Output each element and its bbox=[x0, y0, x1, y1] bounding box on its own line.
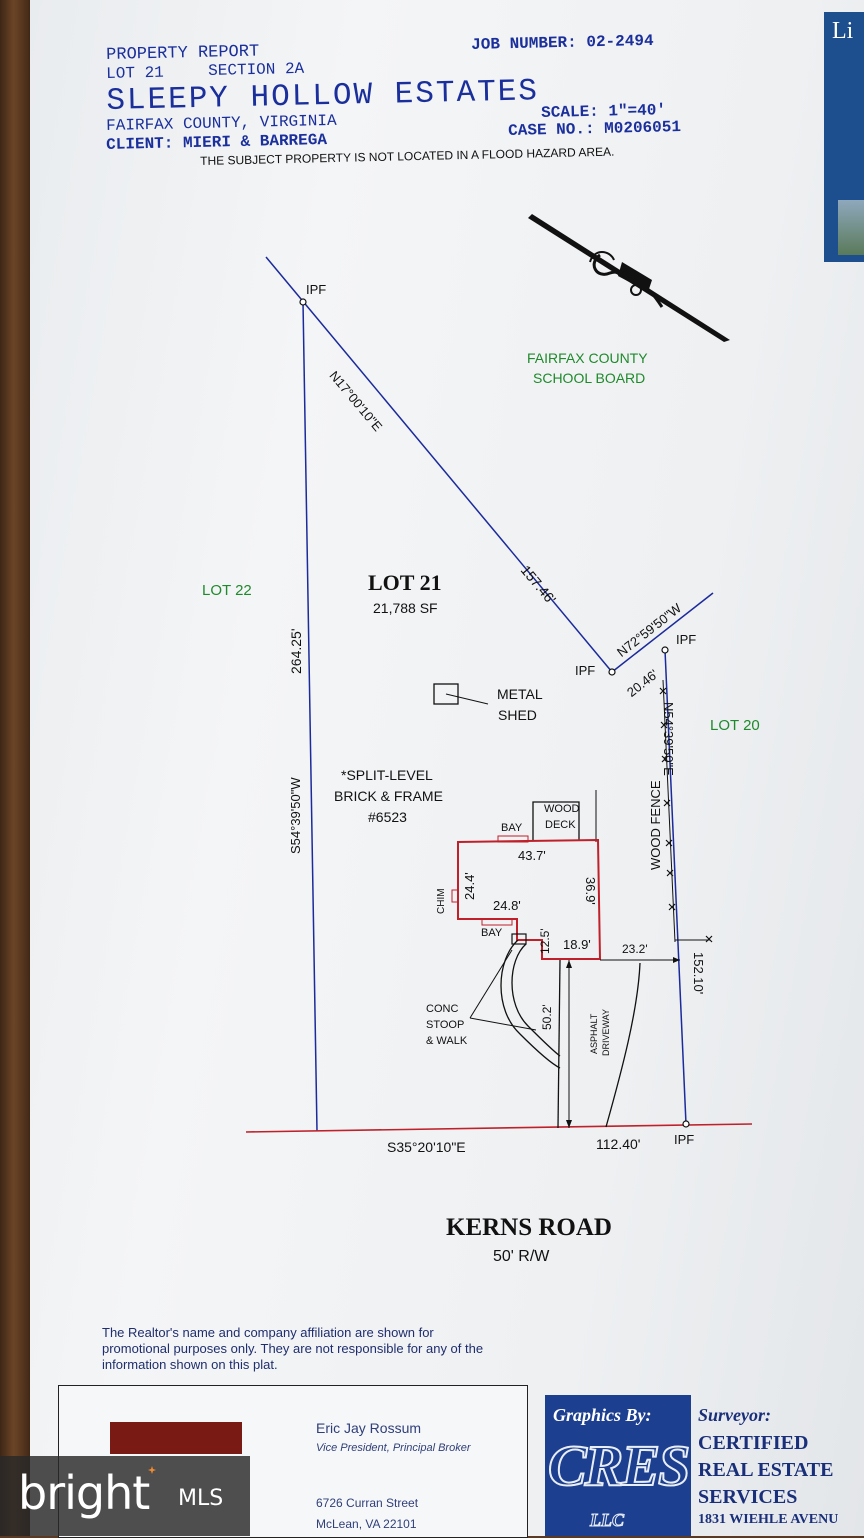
disclaimer-text: The Realtor's name and company affiliati… bbox=[102, 1325, 484, 1372]
boundary-south-road bbox=[245, 1123, 753, 1133]
bright-logo-text: bright bbox=[18, 1466, 150, 1520]
surveyor-line3: SERVICES bbox=[698, 1486, 798, 1508]
chimney bbox=[451, 889, 459, 903]
boundary-top-right bbox=[611, 592, 714, 673]
ipf-marker bbox=[299, 298, 307, 306]
fence-marks bbox=[659, 687, 713, 943]
spark-icon bbox=[148, 1466, 156, 1474]
boundary-ne bbox=[265, 256, 613, 673]
shed-label-line2: SHED bbox=[498, 707, 537, 723]
surveyor-line1: CERTIFIED bbox=[698, 1432, 809, 1454]
stoop-label-line3: & WALK bbox=[426, 1035, 468, 1047]
stoop-label-line1: CONC bbox=[426, 1003, 459, 1015]
plat-document bbox=[30, 0, 864, 1536]
side-flyer-photo bbox=[838, 200, 864, 255]
side-setback-dim: 23.2' bbox=[622, 942, 648, 956]
stoop-label-line2: STOOP bbox=[426, 1019, 465, 1031]
realtor-address-line1: 6726 Curran Street bbox=[316, 1496, 419, 1510]
realtor-name: Eric Jay Rossum bbox=[316, 1420, 422, 1436]
cres-logo: CRES bbox=[547, 1432, 691, 1499]
shed-label-line1: METAL bbox=[497, 686, 543, 702]
driveway-label-line2: DRIVEWAY bbox=[601, 1008, 611, 1056]
realtor-address-line2: McLean, VA 22101 bbox=[316, 1517, 417, 1531]
front-setback-dim: 50.2' bbox=[540, 1004, 554, 1030]
lot-area: 21,788 SF bbox=[373, 600, 438, 616]
bay-label: BAY bbox=[481, 927, 503, 939]
side-flyer-text: Li bbox=[832, 18, 854, 44]
driveway-edge bbox=[557, 959, 561, 1129]
house-dim-left: 24.4' bbox=[462, 872, 477, 900]
wood-deck bbox=[532, 801, 580, 840]
stoop bbox=[511, 933, 527, 945]
deck-label-line1: WOOD bbox=[544, 803, 580, 815]
neighbor-east-label: LOT 20 bbox=[710, 717, 760, 734]
road-name: KERNS ROAD bbox=[446, 1214, 612, 1241]
graphics-by-label: Graphics By: bbox=[553, 1405, 652, 1425]
lot-label: LOT 21 bbox=[368, 570, 442, 595]
metal-shed bbox=[433, 683, 459, 705]
north-arrow-icon bbox=[528, 214, 730, 342]
house-footprint bbox=[457, 838, 602, 960]
bearing-south-label: S35°20'10"E bbox=[387, 1139, 466, 1155]
bay-window bbox=[481, 918, 513, 926]
ipf-label: IPF bbox=[674, 1132, 695, 1147]
neighbor-north-line2: SCHOOL BOARD bbox=[533, 370, 646, 386]
distance-south-label: 112.40' bbox=[596, 1136, 641, 1152]
bearing-west-label: S54°39'50"W bbox=[288, 777, 303, 854]
ipf-label: IPF bbox=[676, 632, 697, 647]
deck-label-line2: DECK bbox=[545, 819, 576, 831]
driveway-label-line1: ASPHALT bbox=[589, 1013, 599, 1054]
surveyor-address: 1831 WIEHLE AVENU bbox=[698, 1512, 839, 1527]
mls-logo-text: MLS bbox=[178, 1486, 224, 1511]
bearing-east-label: N54°39'50"E bbox=[661, 702, 676, 776]
house-dim-step-h: 18.9' bbox=[563, 937, 591, 952]
house-dim-top: 43.7' bbox=[518, 848, 546, 863]
house-label-line1: *SPLIT-LEVEL bbox=[341, 767, 433, 783]
distance-west-label: 264.25' bbox=[288, 628, 304, 675]
house-label-line3: #6523 bbox=[368, 809, 407, 825]
chimney-label: CHIM bbox=[436, 888, 447, 914]
ipf-label: IPF bbox=[575, 663, 596, 678]
ipf-label: IPF bbox=[306, 282, 327, 297]
boundary-west bbox=[302, 301, 318, 1132]
boundary-east bbox=[664, 649, 687, 1125]
bay-label: BAY bbox=[501, 822, 523, 834]
bright-mls-watermark bbox=[0, 1456, 250, 1536]
wood-fence-label: WOOD FENCE bbox=[648, 780, 663, 870]
driveway-edge bbox=[605, 962, 641, 1128]
wood-background bbox=[0, 0, 34, 1536]
surveyor-label: Surveyor: bbox=[698, 1405, 771, 1425]
ipf-marker bbox=[661, 646, 669, 654]
graphics-credit-box bbox=[545, 1395, 691, 1536]
road-right-of-way: 50' R/W bbox=[493, 1248, 550, 1265]
house-label-line2: BRICK & FRAME bbox=[334, 788, 443, 804]
house-dim-mid: 24.8' bbox=[493, 898, 521, 913]
house-dim-step-v: 12.5' bbox=[538, 928, 552, 954]
neighbor-west-label: LOT 22 bbox=[202, 582, 252, 599]
realtor-title: Vice President, Principal Broker bbox=[316, 1442, 471, 1454]
house-dim-right: 36.9' bbox=[583, 877, 598, 905]
ipf-marker bbox=[608, 668, 616, 676]
cres-llc: LLC bbox=[590, 1510, 625, 1531]
distance-east-label: 152.10' bbox=[691, 952, 706, 995]
realtor-logo bbox=[110, 1422, 242, 1454]
ipf-marker bbox=[682, 1120, 690, 1128]
surveyor-line2: REAL ESTATE bbox=[698, 1459, 834, 1481]
bay-window bbox=[497, 835, 529, 843]
neighbor-north-line1: FAIRFAX COUNTY bbox=[527, 350, 648, 366]
